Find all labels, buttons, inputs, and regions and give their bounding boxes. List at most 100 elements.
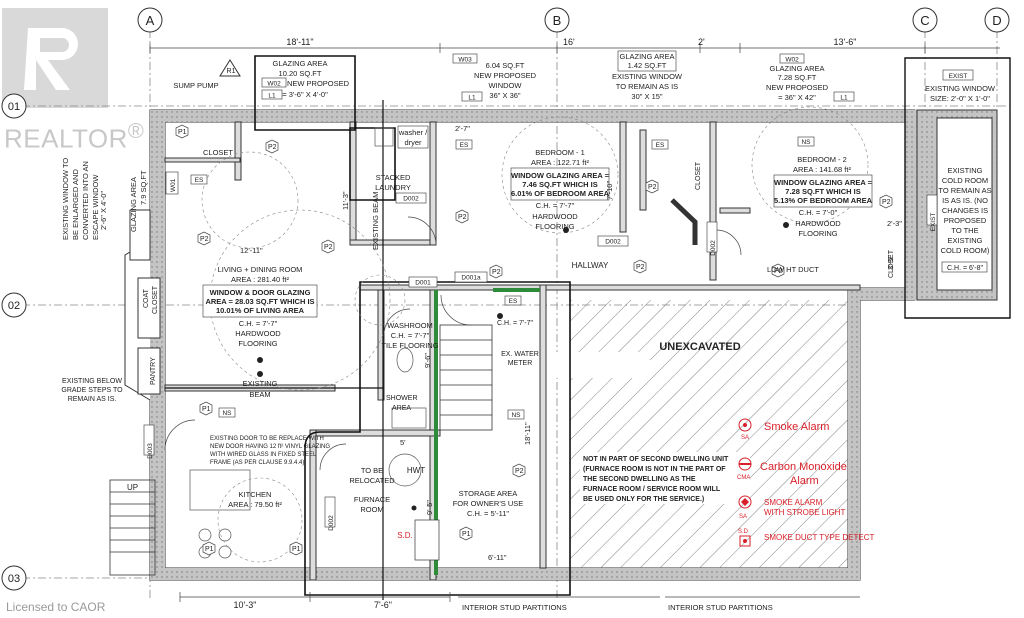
p-markers: P2 P2 P2 P2 P2 P2 P2 P2 P2 P1 P1 P1 P1 P… [175,124,893,556]
realtor-watermark: REALTOR® [4,118,145,154]
svg-text:COLD ROOM: COLD ROOM [942,176,988,185]
svg-text:TO THE: TO THE [951,226,978,235]
svg-text:WASHROOM: WASHROOM [387,321,433,330]
hwt-label: HWT [407,466,425,475]
kitchen-name: KITCHEN [239,490,272,499]
svg-text:7.28 SQ.FT: 7.28 SQ.FT [778,73,817,82]
existing-beam-1: EXISTING [242,379,277,388]
existing-beam-2: BEAM [249,390,270,399]
svg-text:BEDROOM - 2: BEDROOM - 2 [797,155,847,164]
svg-text:P1: P1 [462,531,471,538]
svg-text:TO REMAIN AS: TO REMAIN AS [938,186,991,195]
dim-top-c: 2' [698,37,705,47]
co-alarm-icon: CMA [737,457,752,481]
svg-text:STORAGE AREA: STORAGE AREA [459,489,518,498]
svg-text:W03: W03 [458,57,472,64]
closet-label-2: CLOSET [152,285,159,314]
svg-text:18'-11": 18'-11" [523,422,532,445]
svg-text:PROPOSED: PROPOSED [944,216,987,225]
svg-text:EXISTING: EXISTING [947,236,982,245]
svg-text:EXIST: EXIST [949,73,968,80]
grid-bubble-b: B [544,7,570,33]
svg-text:FLOORING: FLOORING [238,339,277,348]
svg-text:P2: P2 [774,268,783,275]
svg-text:CHANGES IS: CHANGES IS [942,206,988,215]
svg-text:W02: W02 [785,57,799,64]
svg-text:RELOCATED: RELOCATED [349,476,395,485]
stair [109,324,493,576]
closet-vertical-right: CLOSET [888,249,895,278]
svg-text:3'-5": 3'-5" [886,255,895,270]
bottom-dimension-line [179,592,860,602]
license-text: Licensed to CAOR [6,600,106,614]
grid-bubble-02: 02 [1,292,27,318]
existing-beam-vertical: EXISTING BEAM [371,192,380,250]
legend-co-1: Carbon Monoxide [760,461,847,473]
svg-text:5': 5' [400,438,406,447]
bedroom-1: BEDROOM - 1 AREA : 122.71 ft² WINDOW GLA… [510,148,610,231]
svg-text:L1: L1 [268,93,276,100]
svg-text:SA: SA [741,435,749,441]
svg-text:NS: NS [801,139,811,146]
svg-text:EXIST: EXIST [930,213,937,232]
strobe-alarm-icon: SA [738,495,752,520]
svg-text:FRAME (AS PER CLAUSE 9.9.4.4): FRAME (AS PER CLAUSE 9.9.4.4) [210,460,304,466]
svg-text:AREA = 28.03 SQ.FT WHICH IS: AREA = 28.03 SQ.FT WHICH IS [205,297,314,306]
svg-text:D001a: D001a [461,275,481,282]
svg-text:2'-3": 2'-3" [887,219,902,228]
svg-text:NEW DOOR HAVING 12 ft² VINYL G: NEW DOOR HAVING 12 ft² VINYL GLAZING [210,444,330,450]
svg-text:D002: D002 [605,239,621,246]
svg-text:10.01% OF LIVING AREA: 10.01% OF LIVING AREA [216,306,305,315]
svg-text:12'-11": 12'-11" [240,246,263,255]
window-exist-right: EXIST EXISTING WINDOW SIZE: 2'-0" X 1'-0… [925,69,996,103]
dim-top-left: 18'-11" [286,37,313,47]
svg-text:CMA: CMA [737,475,750,481]
svg-text:6.04 SQ.FT: 6.04 SQ.FT [486,61,525,70]
svg-text:CONVERTED INTO AN: CONVERTED INTO AN [81,161,90,240]
svg-text:D001: D001 [415,280,431,287]
svg-text:7.46 SQ.FT WHICH IS: 7.46 SQ.FT WHICH IS [522,180,597,189]
laundry-label-2: LAUNDRY [375,183,411,192]
svg-text:GRADE STEPS TO: GRADE STEPS TO [61,387,123,394]
cold-room-text: EXISTING COLD ROOM TO REMAIN AS IS AS IS… [938,166,992,273]
svg-text:S.D: S.D [738,529,749,535]
window-w01: W01 GLAZING AREA 7.9 SQ.FT 2'-6" X 4'-0" [99,170,179,232]
svg-text:FLOORING: FLOORING [535,222,574,231]
grid-bubble-a: A [137,7,163,33]
svg-text:EXISTING: EXISTING [947,166,982,175]
interior-stud-1: INTERIOR STUD PARTITIONS [462,603,567,612]
svg-text:BE ENLARGED AND: BE ENLARGED AND [71,169,80,240]
legend: SA Smoke Alarm CMA Carbon Monoxide Alarm… [737,418,875,547]
svg-text:C.H. = 7'-7": C.H. = 7'-7" [239,319,278,328]
svg-text:WINDOW GLAZING AREA =: WINDOW GLAZING AREA = [774,178,873,187]
pantry-label: PANTRY [150,357,157,385]
svg-text:washer /: washer / [398,128,428,137]
svg-text:= 36" X 42": = 36" X 42" [778,93,816,102]
living-dining-room: LIVING + DINING ROOM AREA : 281.40 ft² W… [202,265,318,348]
svg-text:WINDOW GLAZING AREA =: WINDOW GLAZING AREA = [511,171,610,180]
grid-bubble-01: 01 [1,93,27,119]
storage-area: STORAGE AREA FOR OWNER'S USE C.H. = 5'-1… [453,489,524,518]
sump-pump-label: SUMP PUMP [173,81,218,90]
svg-text:THE SECOND DWELLING AS THE: THE SECOND DWELLING AS THE [583,476,696,483]
svg-text:A: A [146,13,155,28]
svg-text:dryer: dryer [404,138,422,147]
svg-text:P1: P1 [292,546,301,553]
below-grade-steps-note: EXISTING BELOW GRADE STEPS TO REMAIN AS … [61,378,123,403]
svg-text:GLAZING AREA: GLAZING AREA [769,64,824,73]
svg-text:P1: P1 [202,406,211,413]
svg-text:ES: ES [460,142,469,149]
svg-text:R1: R1 [227,68,236,75]
svg-text:6'-11": 6'-11" [488,553,507,562]
svg-text:36" X 36": 36" X 36" [489,91,521,100]
svg-text:7'-10": 7'-10" [605,181,614,200]
svg-text:AREA : 141.68 ft²: AREA : 141.68 ft² [793,165,851,174]
svg-text:NS: NS [511,412,521,419]
dim-top-right: 13'-6" [834,37,857,47]
svg-text:NOT IN PART OF SECOND DWELLING: NOT IN PART OF SECOND DWELLING UNIT [583,456,729,463]
svg-text:GLAZING AREA: GLAZING AREA [619,52,674,61]
svg-text:FLOORING: FLOORING [798,229,837,238]
not-in-part-note: NOT IN PART OF SECOND DWELLING UNIT (FUR… [580,452,750,504]
svg-text:C.H. = 7'-0": C.H. = 7'-0" [799,208,838,217]
svg-text:WITH WIRED GLASS IN FIXED STEE: WITH WIRED GLASS IN FIXED STEEL [210,452,317,458]
